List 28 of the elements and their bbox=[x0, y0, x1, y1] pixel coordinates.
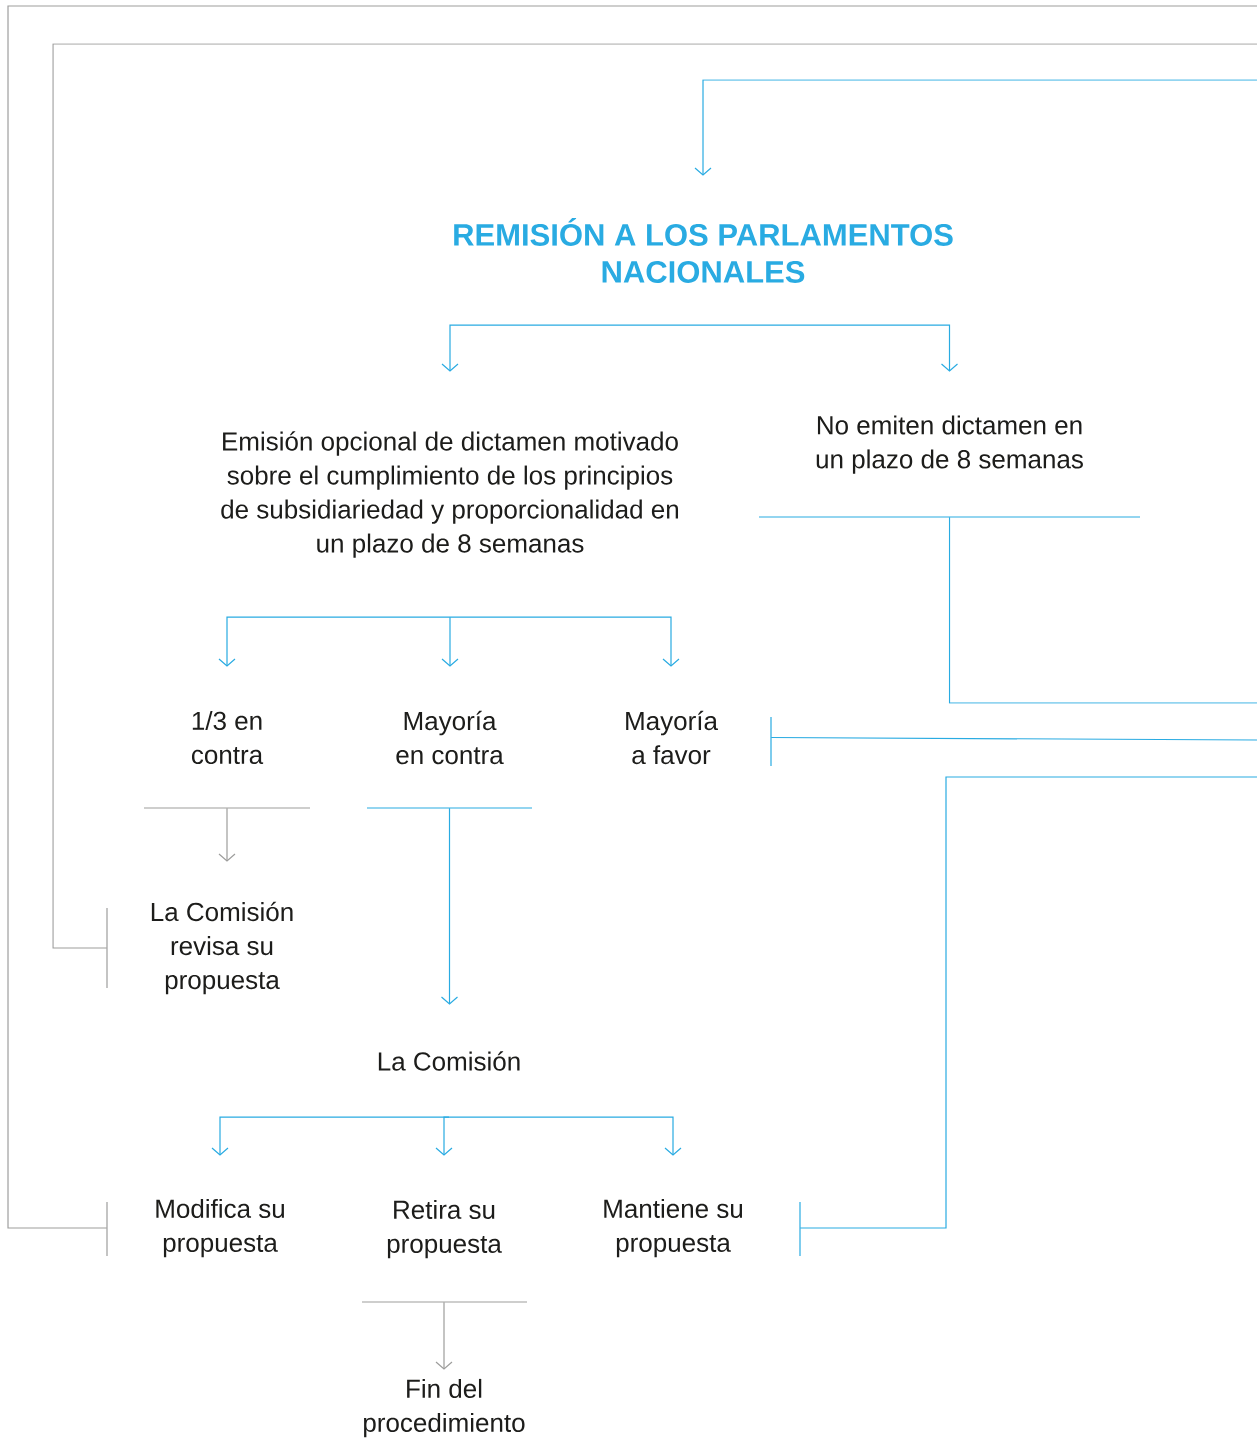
step-text-with-rule: Retira su propuesta bbox=[361, 1199, 528, 1303]
step-text: La Comisión bbox=[378, 1051, 520, 1071]
connector-line bbox=[440, 807, 459, 1005]
connector-line bbox=[770, 736, 1257, 741]
connector-line bbox=[948, 516, 1257, 704]
step-text-with-rule: No emiten dictamen en un plazo de 8 semanas bbox=[758, 415, 1141, 518]
connector-line bbox=[7, 5, 1257, 1229]
connector-line bbox=[799, 776, 1257, 1229]
connector-line bbox=[218, 616, 451, 667]
connector-line bbox=[52, 43, 1257, 949]
connector-line bbox=[702, 324, 959, 372]
step-text-with-rule: La Comisión revisa su propuesta bbox=[106, 901, 293, 995]
connector-line bbox=[449, 616, 680, 667]
connector-line bbox=[218, 807, 236, 862]
step-text-with-rule: Mantiene su propuesta bbox=[604, 1198, 801, 1258]
step-text-with-rule: Mayoría a favor bbox=[626, 710, 772, 767]
connector-line bbox=[448, 1116, 682, 1156]
connector-line bbox=[435, 1301, 453, 1370]
connector-line bbox=[441, 324, 704, 372]
step-text: Fin del procedimiento bbox=[364, 1378, 525, 1438]
connector-line bbox=[694, 79, 1257, 176]
heading-text: REMISIÓN A LOS PARLAMENTOS NACIONALES bbox=[454, 218, 953, 283]
step-text-with-rule: 1/3 en contra bbox=[143, 710, 311, 809]
step-text-with-rule: Mayoría en contra bbox=[366, 710, 533, 809]
connector-line bbox=[435, 1116, 453, 1156]
connector-line bbox=[441, 616, 459, 667]
step-text: Emisión opcional de dictamen motivado sobre el cumplimiento de los principios de subsidiariedad y proporcionalidad en un plazo de 8 semanas bbox=[221, 431, 678, 558]
step-text-with-rule: Modifica su propuesta bbox=[106, 1198, 284, 1258]
